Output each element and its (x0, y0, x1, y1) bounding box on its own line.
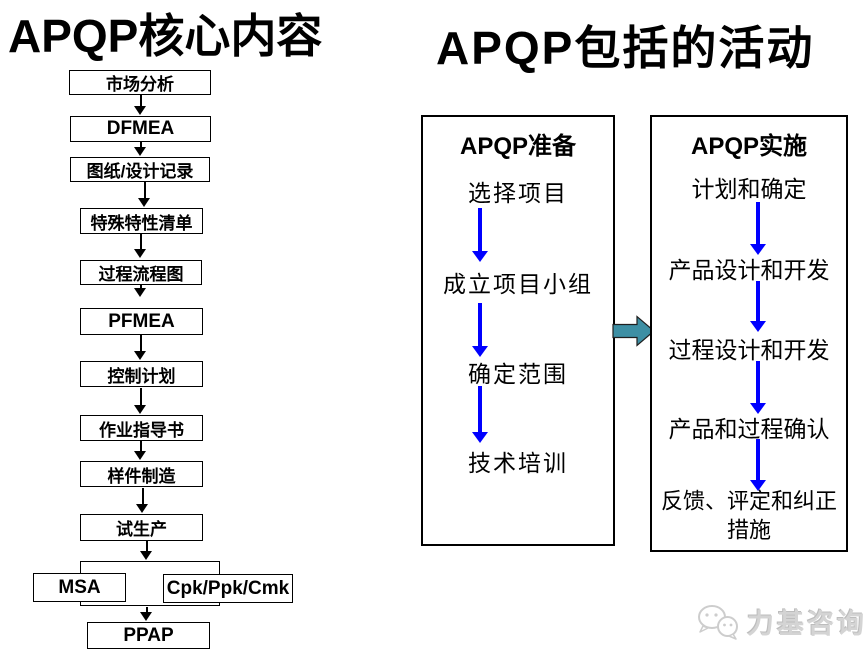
flow-box-control-plan: 控制计划 (80, 361, 203, 387)
flow-box-sample-manufacturing: 样件制造 (80, 461, 203, 487)
impl-item-product-process-validation: 产品和过程确认 (668, 417, 830, 442)
flow-box-msa: MSA (33, 573, 126, 602)
flow-box-work-instructions: 作业指导书 (80, 415, 203, 441)
prep-item-technical-training: 技术培训 (468, 451, 568, 476)
blue-arrow-down-icon (472, 386, 488, 443)
flow-box-process-flow-diagram: 过程流程图 (80, 260, 202, 285)
prep-to-impl-arrow-icon (612, 315, 655, 347)
flow-arrow-down-icon (134, 142, 147, 156)
flow-arrow-down-icon (140, 541, 153, 560)
blue-arrow-down-icon (472, 208, 488, 262)
flow-arrow-down-icon (140, 607, 153, 621)
flow-box-drawings-design-records: 图纸/设计记录 (70, 157, 210, 182)
flow-arrow-down-icon (134, 234, 147, 258)
flow-box-special-characteristics-list: 特殊特性清单 (80, 208, 203, 234)
impl-item-process-design-development: 过程设计和开发 (668, 338, 830, 363)
impl-panel-title: APQP实施 (690, 133, 807, 160)
watermark: 力基咨询 (696, 602, 864, 641)
blue-arrow-down-icon (750, 281, 766, 332)
flow-box-pfmea: PFMEA (80, 308, 203, 335)
flow-arrow-down-icon (134, 441, 147, 460)
prep-item-select-project: 选择项目 (468, 181, 568, 206)
blue-arrow-down-icon (750, 439, 766, 491)
prep-item-form-project-team: 成立项目小组 (443, 272, 593, 297)
wechat-icon (698, 604, 738, 640)
flow-arrow-down-icon (134, 285, 147, 297)
flow-box-dfmea: DFMEA (70, 116, 211, 142)
watermark-text: 力基咨询 (747, 609, 864, 639)
blue-arrow-down-icon (750, 361, 766, 414)
flow-arrow-down-icon (136, 488, 149, 513)
prep-panel-title: APQP准备 (459, 133, 576, 160)
left-section-title: APQP核心内容 (8, 10, 323, 62)
flow-arrow-down-icon (134, 335, 147, 360)
flow-box-ppap: PPAP (87, 622, 210, 649)
flow-arrow-down-icon (134, 388, 147, 414)
flow-arrow-down-icon (134, 95, 147, 115)
right-section-title: APQP包括的活动 (436, 22, 815, 74)
blue-arrow-down-icon (472, 303, 488, 357)
flow-box-trial-production: 试生产 (80, 514, 203, 541)
prep-item-define-scope: 确定范围 (468, 362, 568, 387)
impl-item-plan-and-define: 计划和确定 (691, 177, 807, 202)
apqp-preparation-panel: APQP准备 选择项目 成立项目小组 确定范围 技术培训 (421, 115, 615, 546)
flow-arrow-down-icon (138, 182, 151, 207)
flow-box-market-analysis: 市场分析 (69, 70, 211, 95)
blue-arrow-down-icon (750, 202, 766, 255)
impl-item-product-design-development: 产品设计和开发 (668, 258, 830, 283)
apqp-implementation-panel: APQP实施 计划和确定 产品设计和开发 过程设计和开发 产品和过程确认 反馈、… (650, 115, 848, 552)
flow-box-cpk-ppk-cmk: Cpk/Ppk/Cmk (163, 574, 293, 603)
impl-item-feedback-assessment-corrective-action: 反馈、评定和纠正措施 (660, 488, 837, 542)
